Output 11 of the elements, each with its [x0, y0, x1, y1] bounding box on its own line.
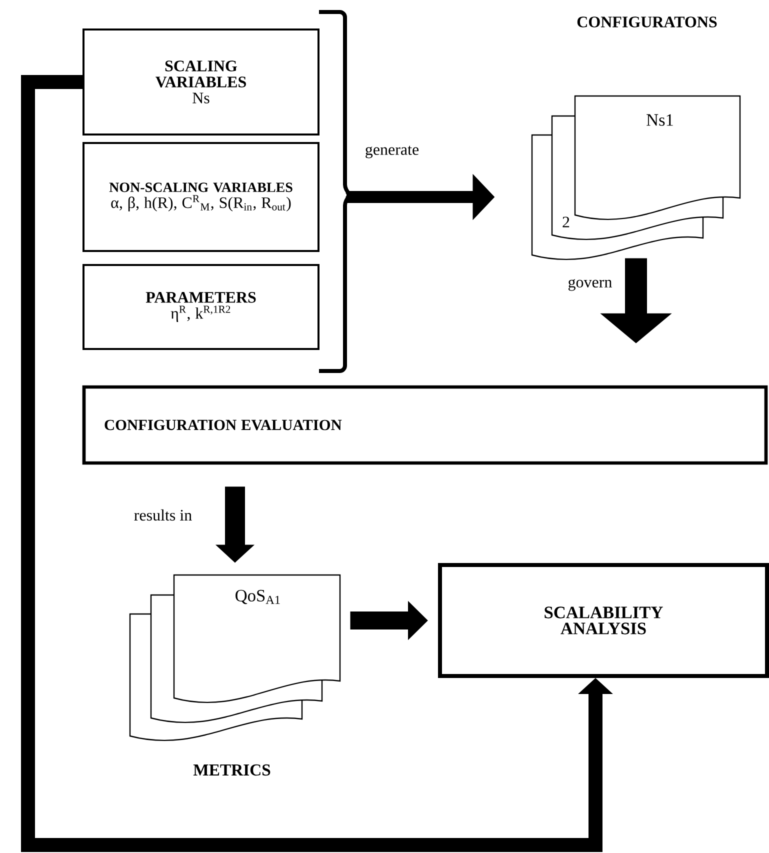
stack-title: METRICS [193, 764, 270, 776]
edge-label: generate [364, 144, 420, 160]
process-box: PARAMETERS η$^{R}$, k$^{R,1R2}$ [82, 264, 320, 350]
process-box: NON-SCALING VARIABLES α, β, h(R), C$^{R}$$_{M}$, S(R$_{in}$, R$_{out}$) [82, 142, 320, 252]
process-box: CONFIGURATION EVALUATION [82, 385, 768, 465]
process-box: SCALING VARIABLES Ns [82, 28, 320, 136]
edge-label: results in [132, 508, 194, 522]
process-box: SCALABILITY ANALYSIS [438, 563, 769, 678]
stack-title: CONFIGURATONS [577, 16, 717, 28]
edge-label: govern [566, 278, 614, 292]
sheet-label: Ns1 [646, 114, 673, 126]
